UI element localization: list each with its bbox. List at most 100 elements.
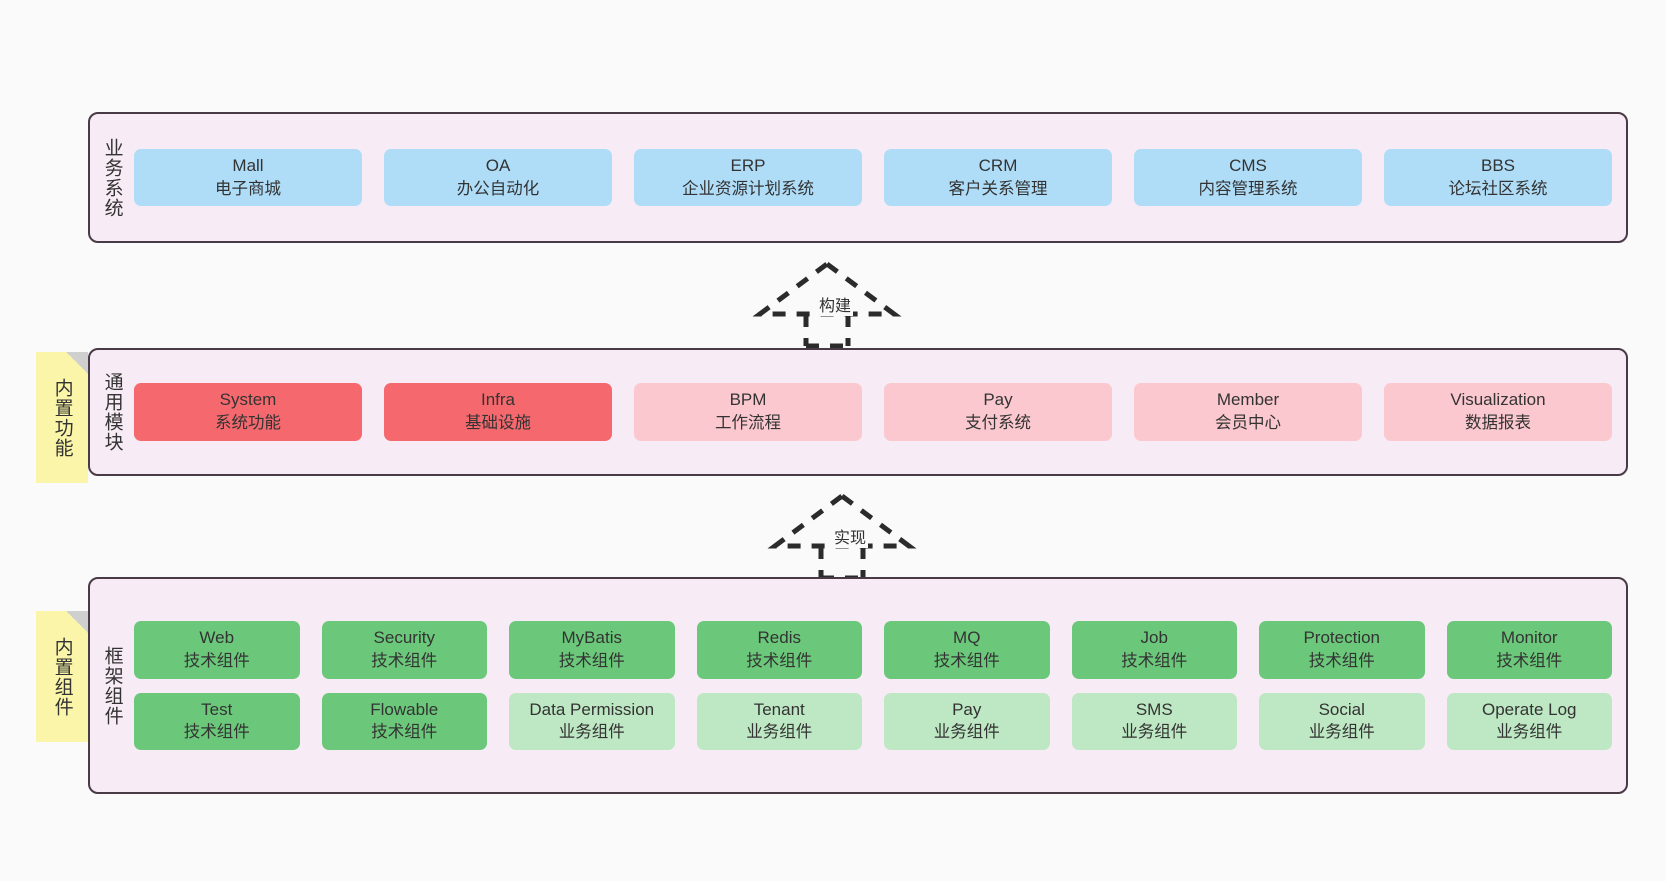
card-crm-cn: 客户关系管理 <box>948 179 1048 198</box>
note-builtin-component: 内置组件 <box>36 611 88 742</box>
card-job-en: Job <box>1140 628 1168 648</box>
card-infra-en: Infra <box>480 390 516 410</box>
card-cms[interactable]: CMS 内容管理系统 <box>1134 148 1362 207</box>
card-pay-module[interactable]: Pay 支付系统 <box>884 383 1112 441</box>
card-test[interactable]: Test 技术组件 <box>134 692 300 750</box>
card-flowable[interactable]: Flowable 技术组件 <box>321 692 487 750</box>
card-mybatis-en: MyBatis <box>561 628 622 648</box>
note-builtin-component-label: 内置组件 <box>51 636 73 717</box>
card-sms-cn: 业务组件 <box>1121 723 1188 742</box>
card-pay-component[interactable]: Pay 业务组件 <box>884 692 1050 750</box>
card-flowable-cn: 技术组件 <box>371 723 438 742</box>
card-web-cn: 技术组件 <box>183 652 250 671</box>
card-protection[interactable]: Protection 技术组件 <box>1259 621 1425 679</box>
card-bbs-cn: 论坛社区系统 <box>1448 179 1548 198</box>
card-job[interactable]: Job 技术组件 <box>1071 621 1237 679</box>
card-bpm-cn: 工作流程 <box>715 414 781 433</box>
layer-body-common-modules: System 系统功能 Infra 基础设施 BPM 工作流程 Pay 支付系统… <box>134 350 1626 474</box>
framework-tech-row: Web 技术组件 Security 技术组件 MyBatis 技术组件 Redi… <box>134 621 1612 679</box>
card-monitor[interactable]: Monitor 技术组件 <box>1446 621 1612 679</box>
connector-stem <box>818 546 866 581</box>
card-oa-en: OA <box>485 155 511 175</box>
card-operate-log-cn: 业务组件 <box>1496 723 1563 742</box>
layer-framework-components: 框架组件 Web 技术组件 Security 技术组件 MyBatis 技术组件… <box>88 577 1628 794</box>
layer-body-framework-components: Web 技术组件 Security 技术组件 MyBatis 技术组件 Redi… <box>134 579 1626 792</box>
card-erp-cn: 企业资源计划系统 <box>682 179 814 198</box>
card-mybatis-cn: 技术组件 <box>558 652 625 671</box>
card-bpm-en: BPM <box>729 390 767 410</box>
connector-build: 构建 <box>752 260 902 349</box>
card-pay-component-cn: 业务组件 <box>933 723 1000 742</box>
card-pay-component-en: Pay <box>952 699 982 719</box>
connector-implement: 实现 <box>767 492 917 581</box>
card-web-en: Web <box>199 628 235 648</box>
card-operate-log-en: Operate Log <box>1481 699 1577 719</box>
card-monitor-cn: 技术组件 <box>1496 652 1563 671</box>
card-data-permission[interactable]: Data Permission 业务组件 <box>509 692 675 750</box>
card-security-cn: 技术组件 <box>371 652 438 671</box>
card-test-cn: 技术组件 <box>183 723 250 742</box>
card-social-cn: 业务组件 <box>1308 723 1375 742</box>
card-mybatis[interactable]: MyBatis 技术组件 <box>509 621 675 679</box>
card-redis-en: Redis <box>757 628 801 648</box>
card-member[interactable]: Member 会员中心 <box>1134 383 1362 441</box>
card-infra[interactable]: Infra 基础设施 <box>384 383 612 441</box>
card-job-cn: 技术组件 <box>1121 652 1188 671</box>
card-redis[interactable]: Redis 技术组件 <box>696 621 862 679</box>
layer-body-business-systems: Mall 电子商城 OA 办公自动化 ERP 企业资源计划系统 CRM 客户关系… <box>134 114 1626 241</box>
card-sms[interactable]: SMS 业务组件 <box>1071 692 1237 750</box>
card-monitor-en: Monitor <box>1500 628 1558 648</box>
card-system-cn: 系统功能 <box>215 414 281 433</box>
layer-title-business-systems: 业务系统 <box>101 137 123 218</box>
layer-common-modules: 通用模块 System 系统功能 Infra 基础设施 BPM 工作流程 Pay… <box>88 348 1628 476</box>
card-pay-module-en: Pay <box>983 390 1013 410</box>
connector-build-label: 构建 <box>817 292 854 316</box>
card-flowable-en: Flowable <box>370 699 439 719</box>
framework-business-row: Test 技术组件 Flowable 技术组件 Data Permission … <box>134 692 1612 750</box>
note-builtin-function: 内置功能 <box>36 352 88 483</box>
card-member-en: Member <box>1216 390 1280 410</box>
card-mall-en: Mall <box>232 155 264 175</box>
card-system-en: System <box>219 390 277 410</box>
card-tenant-en: Tenant <box>753 699 805 719</box>
card-sms-en: SMS <box>1135 699 1173 719</box>
card-erp[interactable]: ERP 企业资源计划系统 <box>634 148 862 207</box>
card-operate-log[interactable]: Operate Log 业务组件 <box>1446 692 1612 750</box>
card-mall[interactable]: Mall 电子商城 <box>134 148 362 207</box>
card-visualization[interactable]: Visualization 数据报表 <box>1384 383 1612 441</box>
note-fold-corner-icon <box>66 611 88 633</box>
card-cms-cn: 内容管理系统 <box>1198 179 1298 198</box>
card-visualization-cn: 数据报表 <box>1465 414 1531 433</box>
common-modules-row: System 系统功能 Infra 基础设施 BPM 工作流程 Pay 支付系统… <box>134 383 1612 441</box>
card-mq[interactable]: MQ 技术组件 <box>884 621 1050 679</box>
card-tenant-cn: 业务组件 <box>746 723 813 742</box>
card-social[interactable]: Social 业务组件 <box>1259 692 1425 750</box>
card-test-en: Test <box>201 699 233 719</box>
note-fold-corner-icon <box>66 352 88 374</box>
card-tenant[interactable]: Tenant 业务组件 <box>696 692 862 750</box>
card-protection-en: Protection <box>1303 628 1381 648</box>
card-web[interactable]: Web 技术组件 <box>134 621 300 679</box>
card-social-en: Social <box>1318 699 1365 719</box>
note-builtin-function-label: 内置功能 <box>51 377 73 458</box>
card-system[interactable]: System 系统功能 <box>134 383 362 441</box>
card-crm-en: CRM <box>978 155 1018 175</box>
card-security[interactable]: Security 技术组件 <box>321 621 487 679</box>
card-mq-cn: 技术组件 <box>933 652 1000 671</box>
card-bbs[interactable]: BBS 论坛社区系统 <box>1384 148 1612 207</box>
card-bbs-en: BBS <box>1480 155 1516 175</box>
card-oa[interactable]: OA 办公自动化 <box>384 148 612 207</box>
layer-title-common-modules: 通用模块 <box>101 372 123 452</box>
layer-title-framework-components: 框架组件 <box>101 645 123 726</box>
layer-business-systems: 业务系统 Mall 电子商城 OA 办公自动化 ERP 企业资源计划系统 CRM… <box>88 112 1628 243</box>
card-data-permission-en: Data Permission <box>529 699 655 719</box>
card-cms-en: CMS <box>1229 155 1267 175</box>
card-oa-cn: 办公自动化 <box>456 179 540 198</box>
card-bpm[interactable]: BPM 工作流程 <box>634 383 862 441</box>
connector-implement-label: 实现 <box>832 524 869 548</box>
card-crm[interactable]: CRM 客户关系管理 <box>884 148 1112 207</box>
card-redis-cn: 技术组件 <box>746 652 813 671</box>
card-data-permission-cn: 业务组件 <box>558 723 625 742</box>
card-pay-module-cn: 支付系统 <box>965 414 1031 433</box>
